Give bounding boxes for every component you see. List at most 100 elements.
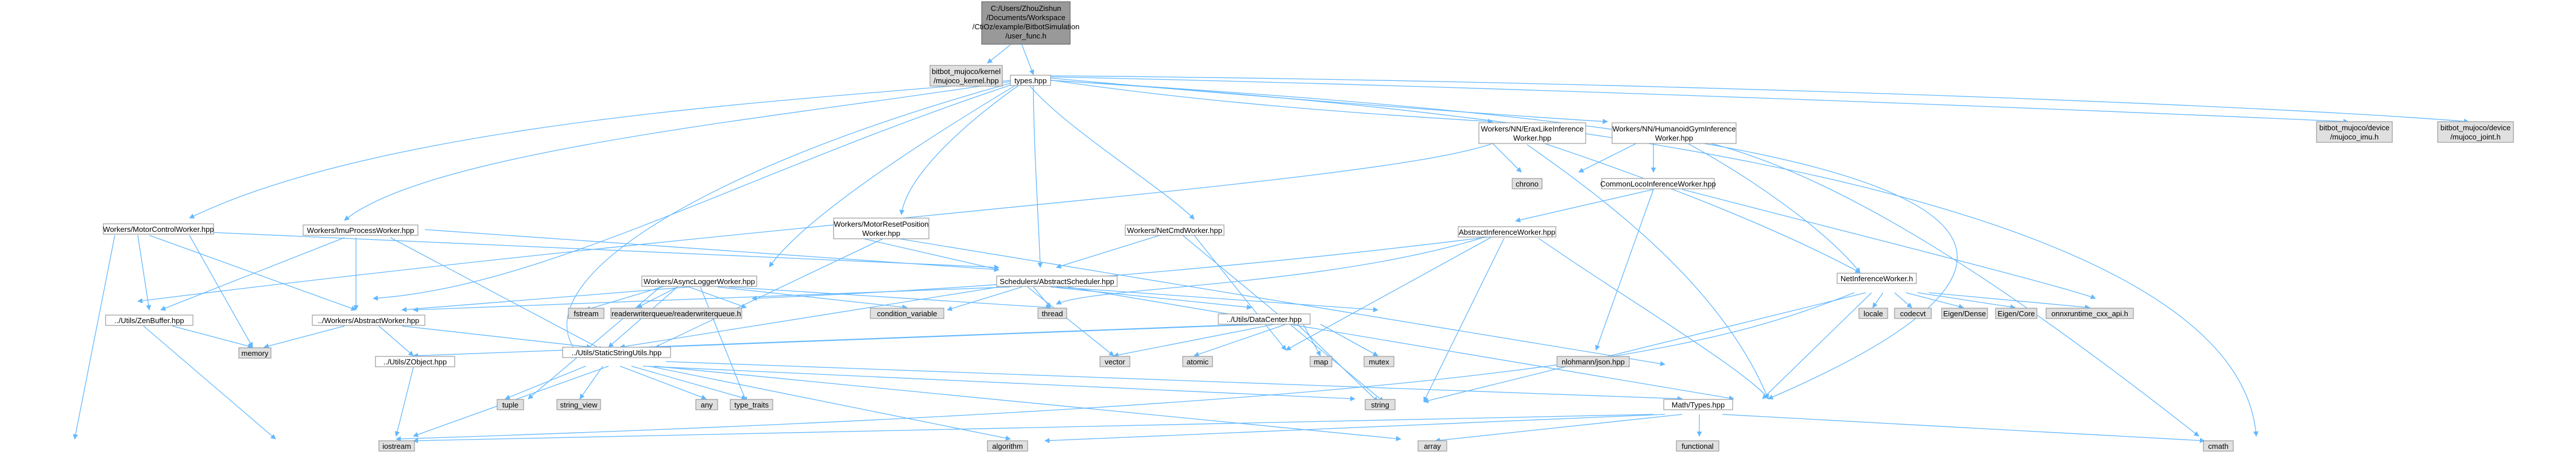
node-types-hpp[interactable]: types.hpp bbox=[1010, 75, 1051, 86]
dependency-nodes: C:/Users/ZhouZishun /Documents/Workspace… bbox=[103, 1, 2514, 452]
node-mujoco-kernel[interactable]: bitbot_mujoco/kernel /mujoco_kernel.hpp bbox=[929, 65, 1003, 87]
node-mujoco-joint-line2: /mujoco_joint.h bbox=[2450, 133, 2500, 141]
node-nlohmann-json[interactable]: nlohmann/json.hpp bbox=[1556, 356, 1630, 367]
node-onnxruntime[interactable]: onnxruntime_cxx_api.h bbox=[2046, 308, 2134, 319]
node-mutex[interactable]: mutex bbox=[1363, 356, 1394, 367]
node-any-label: any bbox=[701, 401, 713, 409]
node-functional[interactable]: functional bbox=[1676, 440, 1719, 452]
root-node-line2: /Documents/Workspace bbox=[986, 13, 1066, 22]
node-eigen-core[interactable]: Eigen/Core bbox=[1995, 308, 2037, 319]
node-onnxruntime-label: onnxruntime_cxx_api.h bbox=[2051, 309, 2128, 318]
node-zobject[interactable]: ../Utils/ZObject.hpp bbox=[375, 356, 455, 367]
node-fstream-label: fstream bbox=[574, 309, 598, 318]
node-map[interactable]: map bbox=[1310, 356, 1332, 367]
node-string-view-label: string_view bbox=[560, 401, 598, 409]
node-codecvt[interactable]: codecvt bbox=[1894, 308, 1932, 319]
node-readerwriterqueue-label: readerwriterqueue/readerwriterqueue.h bbox=[611, 309, 741, 318]
node-thread[interactable]: thread bbox=[1037, 308, 1067, 319]
node-abstract-inference-label: AbstractInferenceWorker.hpp bbox=[1459, 228, 1555, 236]
node-mujoco-joint[interactable]: bitbot_mujoco/device /mujoco_joint.h bbox=[2437, 121, 2514, 143]
node-common-loco-inference-worker[interactable]: CommonLocoInferenceWorker.hpp bbox=[1600, 178, 1716, 189]
node-tuple[interactable]: tuple bbox=[497, 399, 524, 410]
node-locale[interactable]: locale bbox=[1858, 308, 1888, 319]
node-memory[interactable]: memory bbox=[238, 347, 272, 359]
node-tuple-label: tuple bbox=[502, 401, 518, 409]
node-motor-control-label: Workers/MotorControlWorker.hpp bbox=[103, 225, 214, 234]
node-memory-label: memory bbox=[242, 349, 269, 358]
node-string[interactable]: string bbox=[1365, 399, 1396, 410]
node-imu-process-label: Workers/ImuProcessWorker.hpp bbox=[307, 226, 415, 235]
node-thread-label: thread bbox=[1042, 309, 1063, 318]
node-abstract-inference-worker[interactable]: AbstractInferenceWorker.hpp bbox=[1458, 226, 1556, 238]
root-node-line4: /user_func.h bbox=[1005, 32, 1047, 40]
node-mutex-label: mutex bbox=[1369, 358, 1389, 366]
node-fstream[interactable]: fstream bbox=[568, 308, 605, 319]
node-common-loco-label: CommonLocoInferenceWorker.hpp bbox=[1600, 180, 1715, 188]
node-atomic[interactable]: atomic bbox=[1182, 356, 1213, 367]
node-data-center-label: ../Utils/DataCenter.hpp bbox=[1227, 315, 1302, 324]
node-string-label: string bbox=[1371, 401, 1389, 409]
node-motor-reset-line2: Worker.hpp bbox=[862, 229, 900, 238]
node-eigen-dense-label: Eigen/Dense bbox=[1943, 309, 1986, 318]
node-array[interactable]: array bbox=[1417, 440, 1447, 452]
node-chrono[interactable]: chrono bbox=[1512, 178, 1543, 189]
root-node-line1: C:/Users/ZhouZishun bbox=[991, 4, 1062, 13]
node-motor-control-worker[interactable]: Workers/MotorControlWorker.hpp bbox=[103, 223, 214, 235]
node-condition-variable-label: condition_variable bbox=[877, 309, 938, 318]
node-iostream[interactable]: iostream bbox=[378, 440, 415, 452]
node-zobject-label: ../Utils/ZObject.hpp bbox=[384, 358, 447, 366]
node-net-inference-worker[interactable]: NetInferenceWorker.h bbox=[1837, 273, 1917, 284]
node-erax-line2: Worker.hpp bbox=[1513, 134, 1551, 142]
node-abstract-scheduler-label: Schedulers/AbstractScheduler.hpp bbox=[1000, 277, 1114, 286]
node-zen-buffer[interactable]: ../Utils/ZenBuffer.hpp bbox=[105, 315, 193, 326]
node-mujoco-kernel-line2: /mujoco_kernel.hpp bbox=[933, 76, 998, 85]
node-humanoid-inference-worker[interactable]: Workers/NN/HumanoidGymInference Worker.h… bbox=[1612, 122, 1737, 144]
node-motor-reset-line1: Workers/MotorResetPosition bbox=[834, 220, 928, 228]
node-functional-label: functional bbox=[1682, 442, 1714, 451]
node-readerwriterqueue[interactable]: readerwriterqueue/readerwriterqueue.h bbox=[610, 308, 742, 319]
node-erax-line1: Workers/NN/EraxLikeInference bbox=[1481, 125, 1584, 133]
root-node-line3: /CtiOz/example/BitbotSimulation bbox=[973, 22, 1079, 31]
node-imu-process-worker[interactable]: Workers/ImuProcessWorker.hpp bbox=[303, 224, 419, 236]
node-net-cmd-label: Workers/NetCmdWorker.hpp bbox=[1127, 226, 1222, 235]
node-motor-reset-position-worker[interactable]: Workers/MotorResetPosition Worker.hpp bbox=[833, 218, 929, 239]
node-types-hpp-label: types.hpp bbox=[1014, 76, 1047, 85]
node-mujoco-kernel-line1: bitbot_mujoco/kernel bbox=[932, 67, 1001, 76]
node-erax-inference-worker[interactable]: Workers/NN/EraxLikeInference Worker.hpp bbox=[1478, 122, 1586, 144]
root-node-user-func[interactable]: C:/Users/ZhouZishun /Documents/Workspace… bbox=[973, 1, 1079, 45]
node-static-string-utils[interactable]: ../Utils/StaticStringUtils.hpp bbox=[562, 347, 671, 358]
node-algorithm-label: algorithm bbox=[992, 442, 1022, 451]
node-vector[interactable]: vector bbox=[1099, 356, 1130, 367]
dependency-edges bbox=[73, 44, 2469, 444]
node-nlohmann-json-label: nlohmann/json.hpp bbox=[1562, 358, 1625, 366]
node-iostream-label: iostream bbox=[382, 442, 411, 451]
node-data-center[interactable]: ../Utils/DataCenter.hpp bbox=[1218, 313, 1311, 325]
node-atomic-label: atomic bbox=[1187, 358, 1209, 366]
node-abstract-worker[interactable]: ../Workers/AbstractWorker.hpp bbox=[312, 315, 425, 326]
node-cmath[interactable]: cmath bbox=[2203, 440, 2234, 452]
node-array-label: array bbox=[1424, 442, 1441, 451]
node-string-view[interactable]: string_view bbox=[556, 399, 601, 410]
node-eigen-dense[interactable]: Eigen/Dense bbox=[1941, 308, 1988, 319]
node-chrono-label: chrono bbox=[1516, 180, 1539, 188]
node-vector-label: vector bbox=[1105, 358, 1125, 366]
node-abstract-scheduler[interactable]: Schedulers/AbstractScheduler.hpp bbox=[996, 275, 1118, 287]
node-map-label: map bbox=[1314, 358, 1328, 366]
node-zen-buffer-label: ../Utils/ZenBuffer.hpp bbox=[114, 316, 184, 325]
node-type-traits-label: type_traits bbox=[734, 401, 769, 409]
node-cmath-label: cmath bbox=[2208, 442, 2228, 451]
node-any[interactable]: any bbox=[695, 399, 718, 410]
node-algorithm[interactable]: algorithm bbox=[987, 440, 1028, 452]
node-async-logger-label: Workers/AsyncLoggerWorker.hpp bbox=[644, 277, 755, 286]
node-eigen-core-label: Eigen/Core bbox=[1997, 309, 2035, 318]
node-mujoco-imu-line2: /mujoco_imu.h bbox=[2330, 133, 2379, 141]
node-condition-variable[interactable]: condition_variable bbox=[870, 308, 944, 319]
node-math-types[interactable]: Math/Types.hpp bbox=[1663, 399, 1733, 410]
node-static-string-label: ../Utils/StaticStringUtils.hpp bbox=[572, 348, 662, 357]
node-net-cmd-worker[interactable]: Workers/NetCmdWorker.hpp bbox=[1125, 224, 1225, 236]
node-mujoco-imu[interactable]: bitbot_mujoco/device /mujoco_imu.h bbox=[2316, 121, 2393, 143]
node-locale-label: locale bbox=[1864, 309, 1883, 318]
node-async-logger-worker[interactable]: Workers/AsyncLoggerWorker.hpp bbox=[641, 275, 757, 287]
node-type-traits[interactable]: type_traits bbox=[730, 399, 773, 410]
